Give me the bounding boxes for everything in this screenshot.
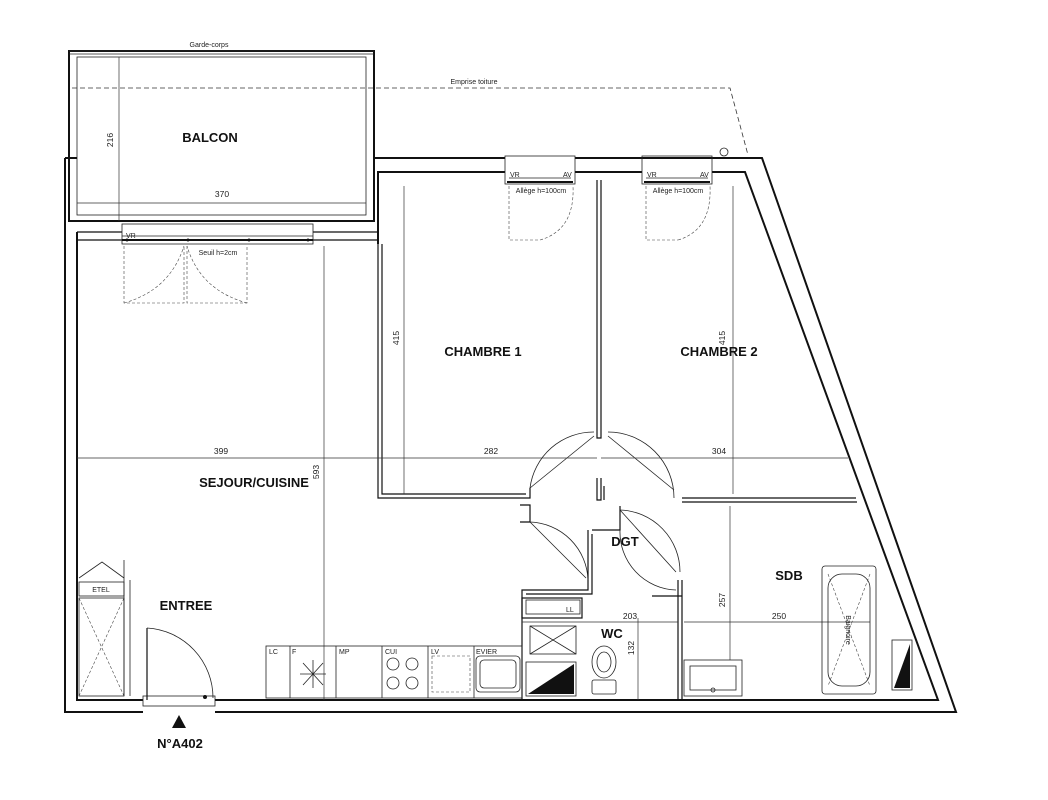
baignoire-label: Baignoire (844, 615, 851, 645)
sdb-fixtures (683, 565, 913, 697)
wc-width-dim: 203 (623, 611, 637, 621)
chambre1-label: CHAMBRE 1 (444, 344, 521, 359)
chambre1-depth-dim: 415 (391, 331, 401, 345)
etel-cabinet (78, 560, 131, 697)
dimension-lines (77, 186, 870, 700)
emprise-toiture-label: Emprise toiture (450, 79, 497, 86)
allege-label-ch2: Allège h=100cm (653, 188, 704, 195)
balcony (68, 50, 375, 222)
roof-outline (72, 87, 749, 156)
chambre1-width-dim: 282 (484, 446, 498, 456)
f-label: F (292, 649, 296, 656)
lv-label: LV (431, 649, 439, 656)
av-label-ch1: AV (563, 172, 572, 179)
garde-corps-label: Garde-corps (190, 42, 229, 49)
wc-label: WC (601, 626, 623, 641)
evier-label: EVIER (476, 649, 497, 656)
lc-label: LC (269, 649, 278, 656)
balcon-label: BALCON (182, 130, 238, 145)
mp-label: MP (339, 649, 350, 656)
sdb-width-dim: 250 (772, 611, 786, 621)
lot-number: N°A402 (157, 736, 203, 751)
sejour-label: SEJOUR/CUISINE (199, 475, 309, 490)
wc-fixtures (525, 599, 617, 697)
chambre2-depth-dim: 415 (717, 331, 727, 345)
vr-label-sejour: VR (126, 233, 136, 240)
vr-label-ch2: VR (647, 172, 657, 179)
sdb-label: SDB (775, 568, 802, 583)
seuil-label: Seuil h=2cm (199, 250, 238, 257)
exterior-walls (64, 157, 958, 713)
doors (142, 431, 681, 707)
ll-label: LL (566, 607, 574, 614)
window-chambre2 (641, 155, 713, 241)
balcon-depth-dim: 216 (105, 133, 115, 147)
cui-label: CUI (385, 649, 397, 656)
chambre2-width-dim: 304 (712, 446, 726, 456)
window-sejour (121, 223, 314, 304)
entree-label: ENTREE (160, 598, 213, 613)
sejour-depth-dim: 593 (311, 465, 321, 479)
kitchen-run (265, 645, 523, 699)
dgt-label: DGT (611, 534, 639, 549)
interior-walls (377, 180, 857, 700)
sdb-depth-dim: 257 (717, 593, 727, 607)
drain-icon (719, 147, 729, 157)
etel-label: ETEL (92, 587, 110, 594)
vr-label-ch1: VR (510, 172, 520, 179)
window-chambre1 (504, 155, 576, 241)
entrance-arrow-icon (172, 715, 186, 728)
sejour-width-dim: 399 (214, 446, 228, 456)
chambre2-label: CHAMBRE 2 (680, 344, 757, 359)
wc-depth-dim: 132 (626, 641, 636, 655)
balcon-width-dim: 370 (215, 189, 229, 199)
av-label-ch2: AV (700, 172, 709, 179)
allege-label-ch1: Allège h=100cm (516, 188, 567, 195)
